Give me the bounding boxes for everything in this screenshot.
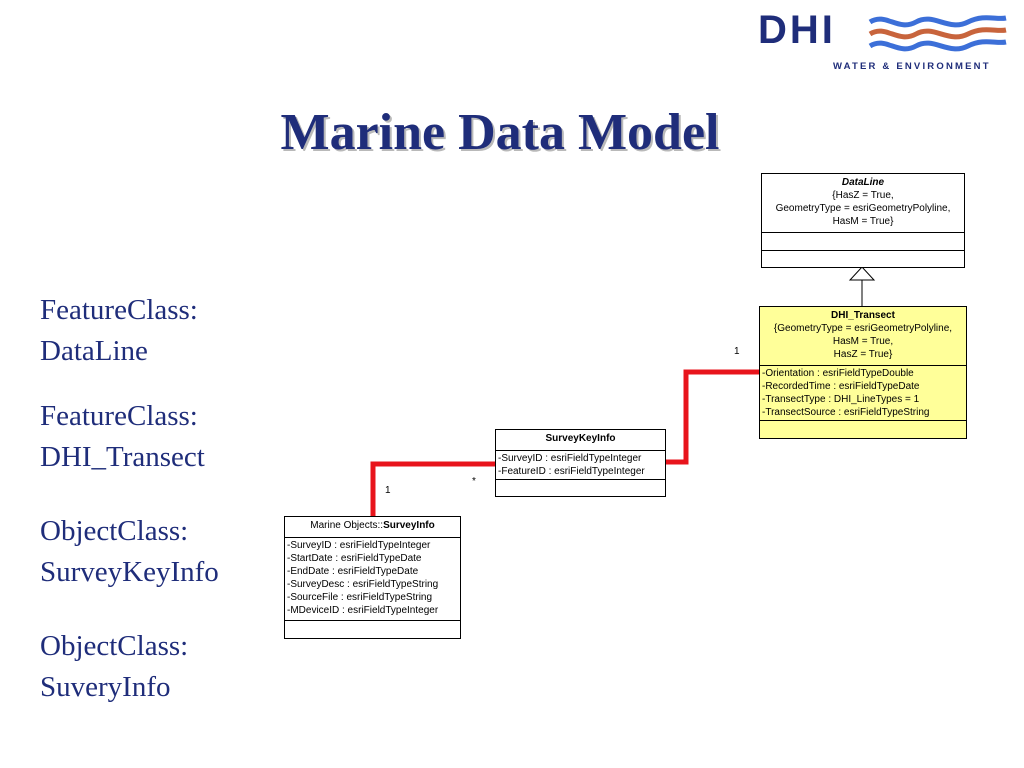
multiplicity-surveykey: * xyxy=(472,476,476,487)
page-title: Marine Data Model xyxy=(280,104,720,161)
logo-subtitle: WATER & ENVIRONMENT xyxy=(833,61,991,72)
label-name: DataLine xyxy=(40,335,148,367)
class-constraint: GeometryType = esriGeometryPolyline, xyxy=(775,203,951,214)
logo-wordmark: DHI xyxy=(758,8,836,52)
class-name: SurveyInfo xyxy=(383,520,435,531)
label-featureclass-transect: FeatureClass: DHI_Transect xyxy=(40,396,205,478)
association-surveyinfo-surveykey xyxy=(370,461,495,516)
uml-attribute-compartment xyxy=(762,233,964,251)
label-objectclass-surveyinfo: ObjectClass: SuveryInfo xyxy=(40,626,188,708)
uml-attribute-compartment: -SurveyID : esriFieldTypeInteger -StartD… xyxy=(285,538,460,621)
class-attribute: -SurveyDesc : esriFieldTypeString xyxy=(287,579,439,590)
class-name: SurveyKeyInfo xyxy=(545,433,616,444)
class-attribute: -MDeviceID : esriFieldTypeInteger xyxy=(287,605,439,616)
class-attribute: -SurveyID : esriFieldTypeInteger xyxy=(287,540,431,551)
association-surveykey-transect xyxy=(666,369,759,465)
class-constraint: HasZ = True} xyxy=(833,349,893,360)
label-kind: FeatureClass: xyxy=(40,294,198,326)
logo-wave-orange xyxy=(868,27,1007,40)
uml-class-header: DataLine {HasZ = True, GeometryType = es… xyxy=(762,174,964,233)
uml-class-surveyinfo: Marine Objects::SurveyInfo -SurveyID : e… xyxy=(284,516,461,639)
uml-attribute-compartment: -SurveyID : esriFieldTypeInteger -Featur… xyxy=(496,451,665,480)
label-name: SuveryInfo xyxy=(40,671,171,703)
label-name: SurveyKeyInfo xyxy=(40,556,219,588)
class-constraint: HasM = True} xyxy=(832,216,894,227)
class-attribute: -TransectType : DHI_LineTypes = 1 xyxy=(762,394,920,405)
class-attribute: -EndDate : esriFieldTypeDate xyxy=(287,566,419,577)
multiplicity-transect: 1 xyxy=(734,346,740,357)
class-constraint: {HasZ = True, xyxy=(832,190,894,201)
class-attribute: -StartDate : esriFieldTypeDate xyxy=(287,553,422,564)
class-attribute: -SurveyID : esriFieldTypeInteger xyxy=(498,453,642,464)
label-featureclass-dataline: FeatureClass: DataLine xyxy=(40,290,198,372)
label-name: DHI_Transect xyxy=(40,441,205,473)
logo-wave-blue xyxy=(868,15,1007,28)
uml-class-header: DHI_Transect {GeometryType = esriGeometr… xyxy=(760,307,966,366)
generalization-arrowhead xyxy=(848,266,876,281)
class-package-prefix: Marine Objects:: xyxy=(310,520,384,531)
dhi-logo xyxy=(868,15,1007,52)
class-attribute: -SourceFile : esriFieldTypeString xyxy=(287,592,433,603)
uml-attribute-compartment: -Orientation : esriFieldTypeDouble -Reco… xyxy=(760,366,966,421)
multiplicity-surveyinfo: 1 xyxy=(385,485,391,496)
label-objectclass-surveykey: ObjectClass: SurveyKeyInfo xyxy=(40,511,219,593)
class-attribute: -RecordedTime : esriFieldTypeDate xyxy=(762,381,920,392)
uml-class-dhi-transect: DHI_Transect {GeometryType = esriGeometr… xyxy=(759,306,967,439)
class-attribute: -Orientation : esriFieldTypeDouble xyxy=(762,368,914,379)
class-name: DHI_Transect xyxy=(831,310,895,321)
class-name: DataLine xyxy=(841,177,885,188)
uml-class-surveykeyinfo: SurveyKeyInfo -SurveyID : esriFieldTypeI… xyxy=(495,429,666,497)
class-attribute: -FeatureID : esriFieldTypeInteger xyxy=(498,466,645,477)
logo-wave-blue-2 xyxy=(868,39,1007,52)
uml-class-header: Marine Objects::SurveyInfo xyxy=(285,517,460,538)
uml-class-header: SurveyKeyInfo xyxy=(496,430,665,451)
class-constraint: HasM = True, xyxy=(832,336,894,347)
label-kind: FeatureClass: xyxy=(40,400,198,432)
class-attribute: -TransectSource : esriFieldTypeString xyxy=(762,407,930,418)
label-kind: ObjectClass: xyxy=(40,630,189,662)
class-constraint: {GeometryType = esriGeometryPolyline, xyxy=(773,323,953,334)
label-kind: ObjectClass: xyxy=(40,515,189,547)
uml-class-dataline: DataLine {HasZ = True, GeometryType = es… xyxy=(761,173,965,268)
